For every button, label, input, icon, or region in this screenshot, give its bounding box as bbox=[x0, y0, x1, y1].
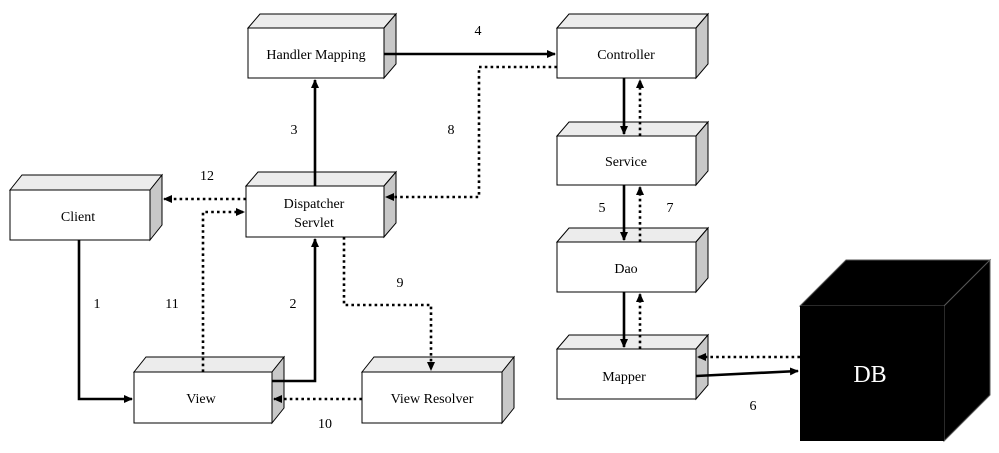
client-node: Client bbox=[8, 173, 164, 242]
mapper-node: Mapper bbox=[555, 333, 710, 401]
arrow-dispatcher-to-view-resolver bbox=[342, 237, 435, 371]
handler-mapping-label: Handler Mapping bbox=[266, 48, 365, 63]
db-node: DB bbox=[798, 258, 992, 443]
db-label: DB bbox=[853, 362, 886, 388]
step-label-1: 1 bbox=[94, 297, 101, 312]
service-node: Service bbox=[555, 120, 710, 187]
step-label-6: 6 bbox=[750, 399, 757, 414]
arrow-mapper-to-db bbox=[695, 367, 799, 378]
arrow-view-to-dispatcher bbox=[272, 238, 319, 383]
view-label: View bbox=[186, 392, 216, 407]
view-resolver-label: View Resolver bbox=[391, 392, 474, 407]
step-label-12: 12 bbox=[200, 169, 214, 184]
client-label: Client bbox=[61, 210, 95, 225]
arrow-controller-to-dispatcher bbox=[385, 65, 557, 201]
service-label: Service bbox=[605, 155, 647, 170]
view-node: View bbox=[132, 355, 286, 425]
step-label-11: 11 bbox=[165, 297, 178, 312]
controller-node: Controller bbox=[555, 12, 710, 80]
step-label-10: 10 bbox=[318, 417, 332, 432]
step-label-4: 4 bbox=[475, 24, 482, 39]
arrow-client-to-view bbox=[77, 240, 133, 403]
arrow-view-to-dispatcher-render bbox=[201, 208, 245, 372]
step-label-9: 9 bbox=[397, 276, 404, 291]
step-label-8: 8 bbox=[448, 123, 455, 138]
step-label-5: 5 bbox=[599, 201, 606, 216]
dispatcher-label-line1: Dispatcher bbox=[284, 197, 345, 212]
dao-label: Dao bbox=[614, 262, 637, 277]
dispatcher-label-line2: Servlet bbox=[294, 216, 334, 231]
handler-mapping-node: Handler Mapping bbox=[246, 12, 398, 80]
step-label-3: 3 bbox=[291, 123, 298, 138]
dao-node: Dao bbox=[555, 226, 710, 294]
step-label-7: 7 bbox=[667, 201, 674, 216]
controller-label: Controller bbox=[597, 48, 655, 63]
dispatcher-servlet-node: Dispatcher Servlet bbox=[244, 170, 398, 239]
step-label-2: 2 bbox=[290, 297, 297, 312]
view-resolver-node: View Resolver bbox=[360, 355, 516, 425]
mapper-label: Mapper bbox=[602, 370, 646, 385]
